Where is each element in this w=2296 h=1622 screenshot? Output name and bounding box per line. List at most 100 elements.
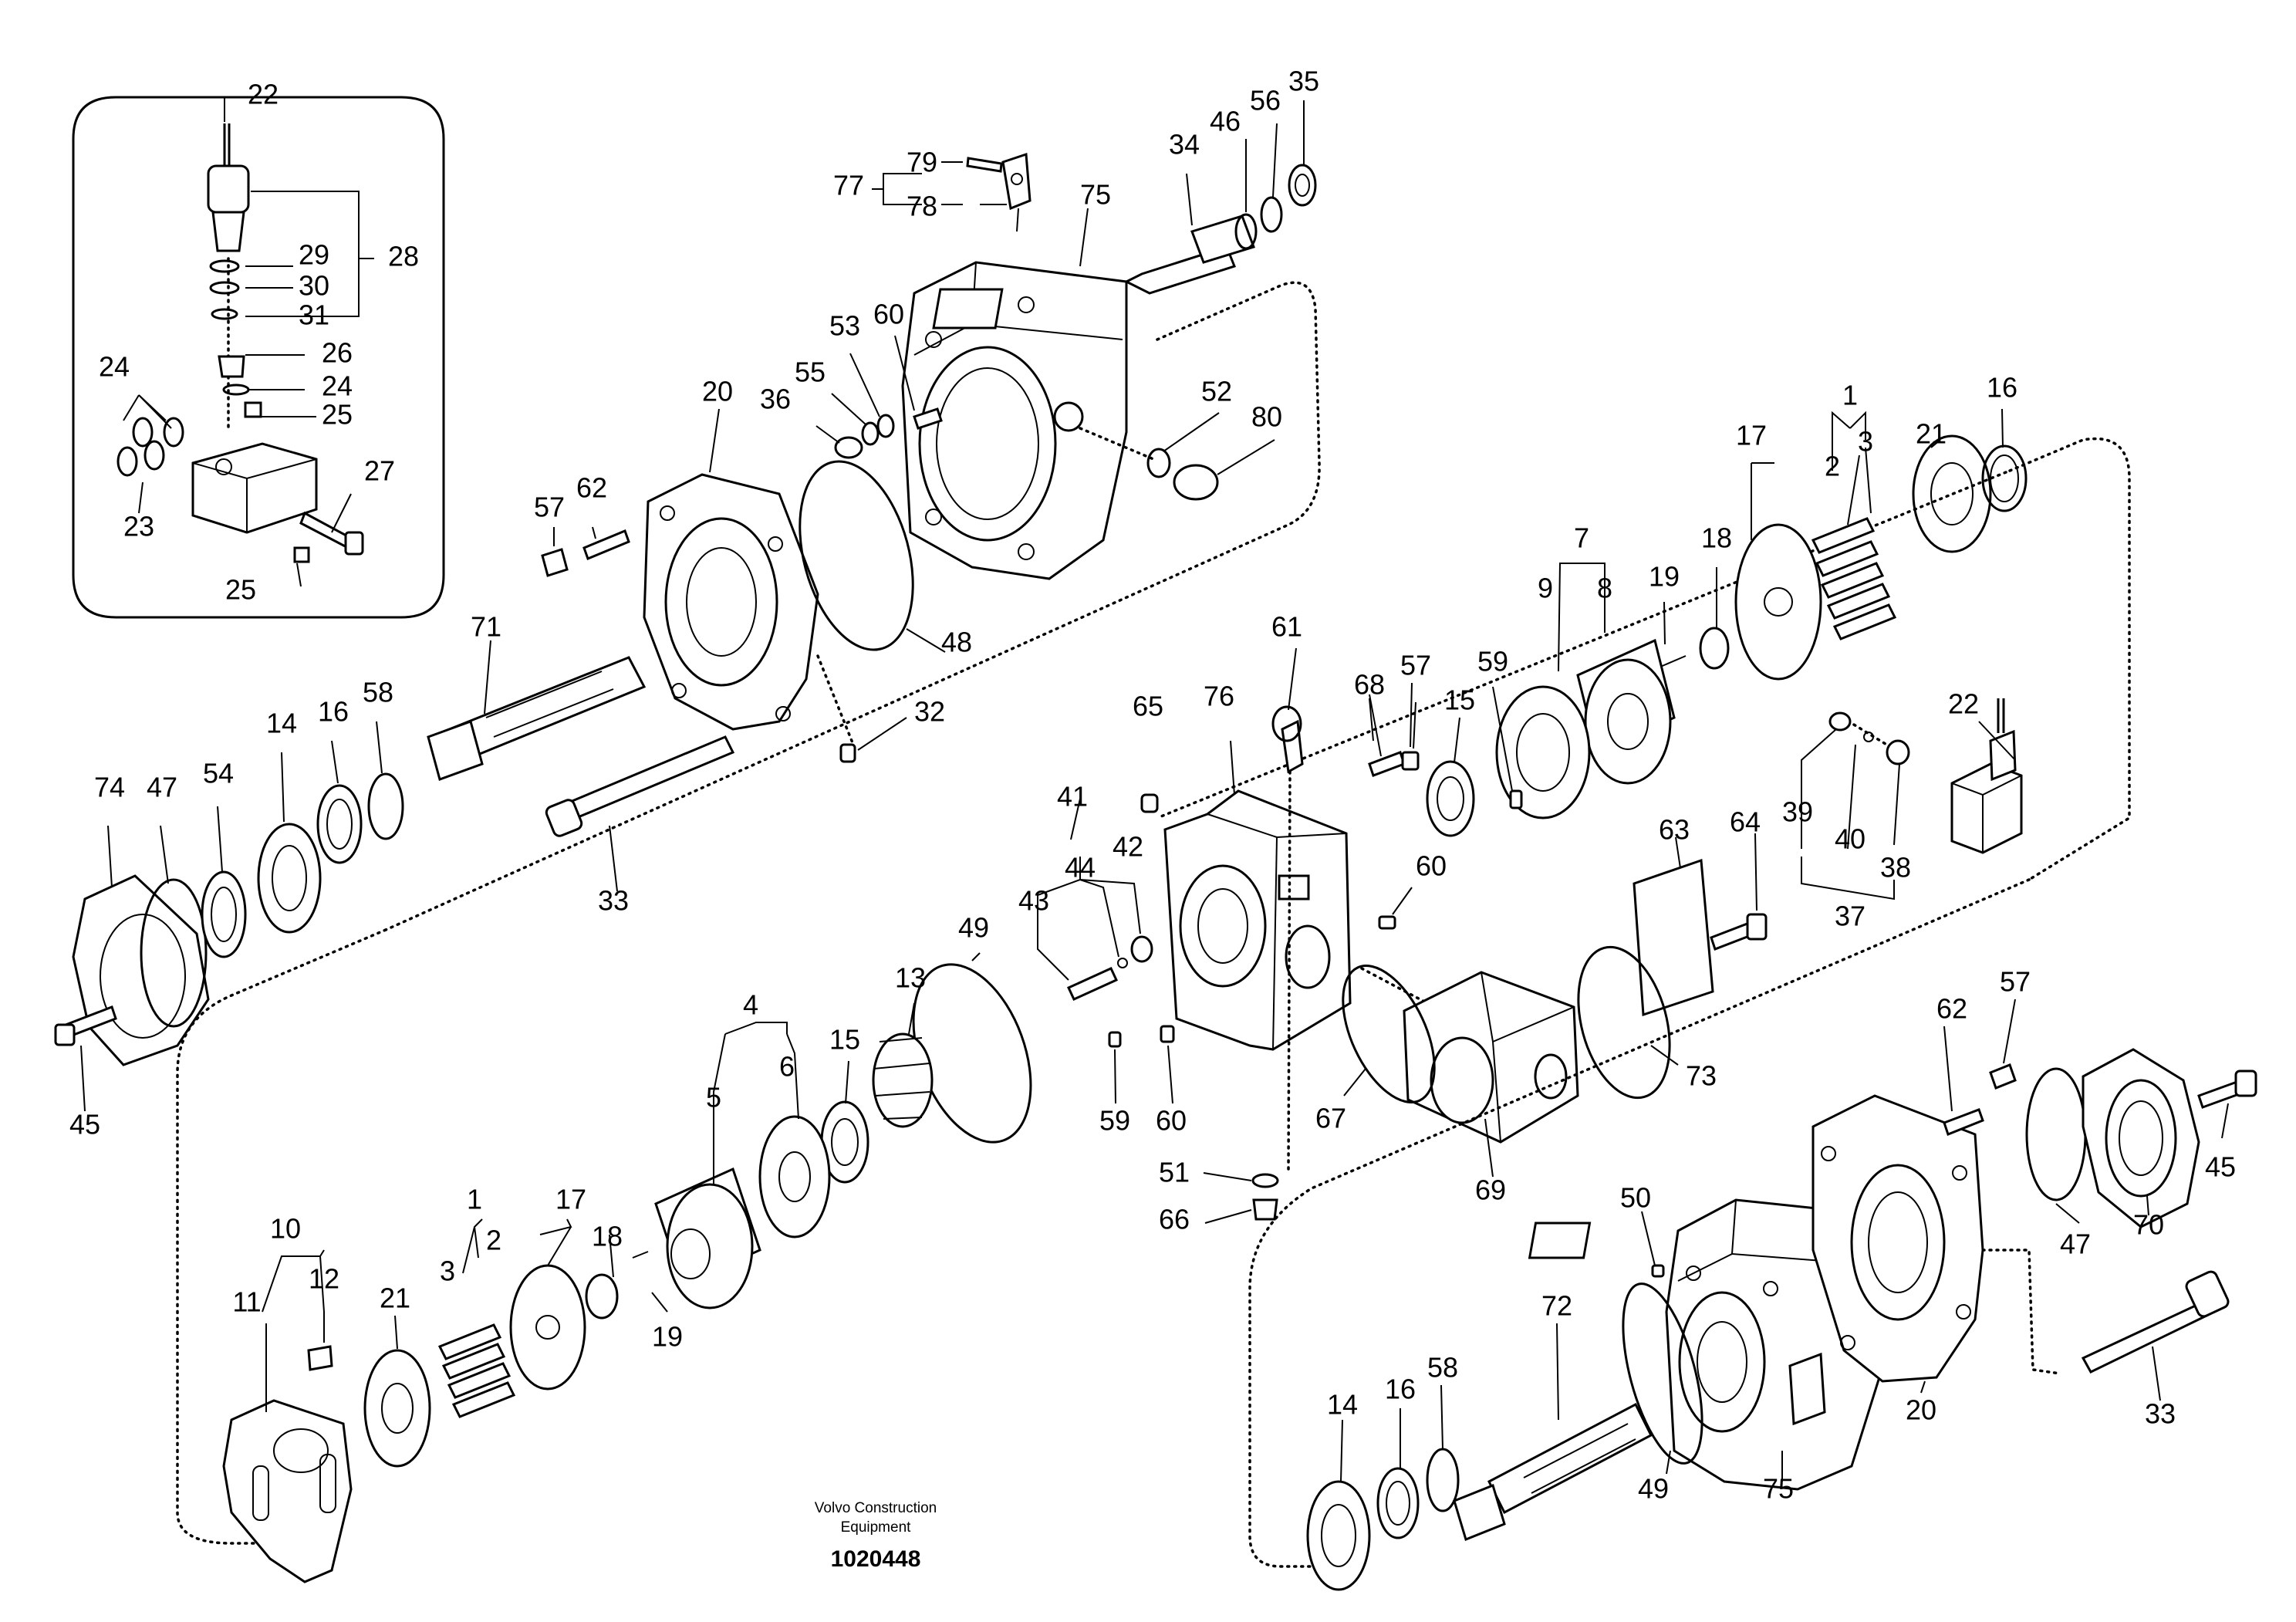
callout-20-lower: 20	[1906, 1394, 1936, 1426]
callout-15-upper: 15	[1444, 684, 1475, 716]
callout-30: 30	[299, 270, 329, 302]
callout-56: 56	[1250, 85, 1281, 117]
callout-22-right: 22	[1948, 688, 1979, 720]
callout-24-inset-right: 24	[322, 370, 353, 402]
callout-55: 55	[795, 357, 826, 388]
callout-42: 42	[1113, 831, 1143, 863]
callout-12: 12	[309, 1263, 339, 1295]
callout-16-upper: 16	[318, 696, 349, 728]
center-rotating-group-upper	[1156, 408, 2131, 881]
callout-39: 39	[1782, 796, 1813, 828]
callout-67: 67	[1315, 1103, 1346, 1134]
callout-49-lower: 49	[1638, 1473, 1669, 1505]
callout-50: 50	[1620, 1182, 1651, 1214]
manufacturer-line-1: Volvo Construction	[815, 1500, 937, 1516]
callout-19-upper: 19	[1649, 561, 1680, 593]
callout-60-mid: 60	[1416, 850, 1447, 882]
callout-43: 43	[1018, 885, 1049, 917]
callout-26: 26	[322, 337, 353, 369]
callout-60-upper: 60	[873, 299, 904, 330]
callout-2-lower: 2	[486, 1225, 501, 1256]
callout-77: 77	[833, 170, 864, 201]
callout-57-upper: 57	[534, 492, 565, 523]
callout-63: 63	[1659, 814, 1690, 846]
callout-71: 71	[471, 611, 501, 643]
callout-22-inset: 22	[248, 79, 279, 110]
callout-44: 44	[1065, 852, 1096, 884]
callout-57-mid: 57	[1400, 650, 1431, 681]
callout-28: 28	[388, 241, 419, 272]
callout-10: 10	[270, 1213, 301, 1245]
manufacturer-line-2: Equipment	[841, 1519, 912, 1536]
callout-62-lower: 62	[1936, 993, 1967, 1025]
callout-75-upper: 75	[1080, 179, 1111, 211]
callout-33-upper: 33	[598, 885, 629, 917]
callout-52: 52	[1201, 376, 1232, 407]
drawing-number: 1020448	[831, 1546, 921, 1572]
callout-1-upper: 1	[1842, 380, 1858, 411]
callout-66: 66	[1159, 1204, 1190, 1235]
callout-51: 51	[1159, 1157, 1190, 1188]
callout-45-left: 45	[69, 1109, 100, 1140]
callout-37: 37	[1835, 901, 1866, 932]
upper-flange-shaft-group	[427, 408, 946, 892]
callout-36: 36	[760, 384, 791, 415]
callout-76: 76	[1204, 681, 1234, 712]
callout-59-upper: 59	[1477, 646, 1508, 678]
callout-47-left: 47	[147, 772, 177, 803]
callout-29: 29	[299, 239, 329, 271]
callout-17-lower: 17	[555, 1184, 586, 1215]
callout-2-upper: 2	[1825, 451, 1840, 482]
lower-rotating-group	[176, 928, 1032, 1583]
callout-73: 73	[1686, 1060, 1717, 1092]
front-cover-bearing-group	[54, 721, 404, 1112]
callout-20-upper: 20	[702, 376, 733, 407]
callout-65: 65	[1133, 691, 1163, 722]
callout-6: 6	[779, 1051, 795, 1083]
callout-8: 8	[1597, 573, 1612, 604]
callout-25-inset-top: 25	[322, 399, 353, 431]
callout-45-right: 45	[2205, 1151, 2236, 1183]
callout-24-inset-left: 24	[99, 351, 130, 383]
callout-61: 61	[1271, 611, 1302, 643]
callout-34: 34	[1169, 129, 1200, 161]
callout-46: 46	[1210, 106, 1241, 137]
callout-11: 11	[232, 1286, 261, 1318]
callout-21-upper: 21	[1916, 418, 1947, 450]
callout-58-upper: 58	[363, 677, 393, 708]
callout-80: 80	[1251, 401, 1282, 433]
callout-57-lower: 57	[2000, 966, 2031, 998]
callout-4: 4	[743, 989, 758, 1021]
callout-15-lower: 15	[829, 1024, 860, 1056]
callout-40: 40	[1835, 823, 1866, 855]
callout-5: 5	[706, 1082, 721, 1113]
callout-79: 79	[907, 147, 937, 178]
callout-16-right: 16	[1987, 372, 2017, 404]
callout-70: 70	[2133, 1209, 2164, 1241]
callout-3-lower: 3	[440, 1255, 455, 1287]
callout-21-lower: 21	[380, 1282, 410, 1314]
callout-17-upper: 17	[1736, 420, 1767, 451]
callout-75-lower: 75	[1763, 1473, 1794, 1505]
callout-64: 64	[1730, 806, 1761, 838]
callout-59-mid: 59	[1099, 1105, 1130, 1137]
callout-13: 13	[895, 962, 926, 994]
callout-32: 32	[914, 696, 945, 728]
callout-9: 9	[1538, 573, 1553, 604]
callout-47-right: 47	[2060, 1228, 2091, 1260]
right-middle-group	[1342, 698, 2023, 1178]
callout-49-mid: 49	[958, 912, 989, 944]
callout-labels: 22 29 30 31 28 26 24 25 24 23 27 25 79 7…	[69, 66, 2236, 1505]
callout-35: 35	[1288, 66, 1319, 97]
callout-23: 23	[123, 511, 154, 542]
callout-3-upper: 3	[1858, 426, 1873, 458]
piston-set-upper	[1811, 517, 1897, 640]
callout-33-lower: 33	[2145, 1398, 2176, 1430]
callout-19-lower: 19	[652, 1321, 683, 1353]
port-block-group	[1037, 647, 1420, 1224]
callout-16-lower: 16	[1385, 1374, 1416, 1405]
callout-18-upper: 18	[1701, 522, 1732, 554]
callout-74: 74	[94, 772, 125, 803]
callout-53: 53	[829, 310, 860, 342]
